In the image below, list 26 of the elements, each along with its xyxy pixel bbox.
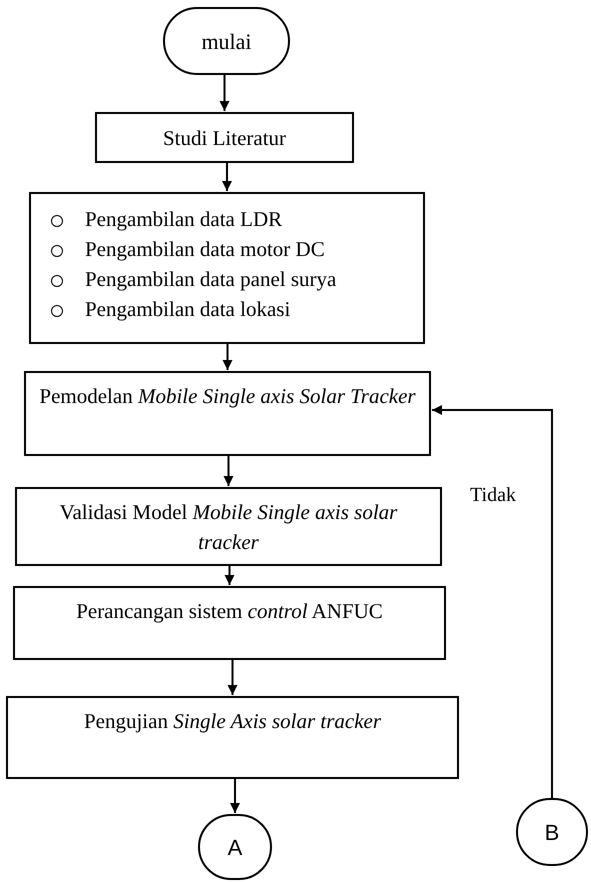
process-box bbox=[29, 192, 425, 344]
process-box bbox=[15, 487, 442, 566]
process-label: Studi Literatur bbox=[162, 124, 286, 152]
list-item: Pengambilan data motor DC bbox=[85, 238, 325, 260]
process-label: Perancangan sistem control ANFUC bbox=[76, 598, 383, 625]
process-box bbox=[13, 586, 446, 660]
arrow bbox=[230, 779, 240, 813]
process-label: Validasi Model Mobile Single axis solar tracker bbox=[58, 499, 398, 556]
connector-label: A bbox=[228, 834, 242, 862]
process-label: Pengujian Single Axis solar tracker bbox=[84, 708, 382, 735]
arrow bbox=[224, 456, 234, 486]
process-box bbox=[6, 696, 459, 779]
process-box bbox=[95, 112, 354, 163]
arrow bbox=[222, 344, 232, 370]
arrow bbox=[228, 660, 238, 695]
arrow bbox=[432, 405, 553, 798]
process-label: Pemodelan Mobile Single axis Solar Tracker bbox=[39, 383, 416, 410]
arrow bbox=[224, 566, 234, 585]
list-item: Pengambilan data lokasi bbox=[85, 298, 290, 320]
connector-label: B bbox=[544, 818, 560, 846]
arrow bbox=[220, 75, 230, 111]
terminal-label: mulai bbox=[201, 28, 252, 56]
process-box bbox=[24, 371, 431, 456]
arrow bbox=[222, 163, 232, 191]
list-item: Pengambilan data LDR bbox=[85, 208, 282, 230]
list-item: Pengambilan data panel surya bbox=[85, 268, 336, 290]
